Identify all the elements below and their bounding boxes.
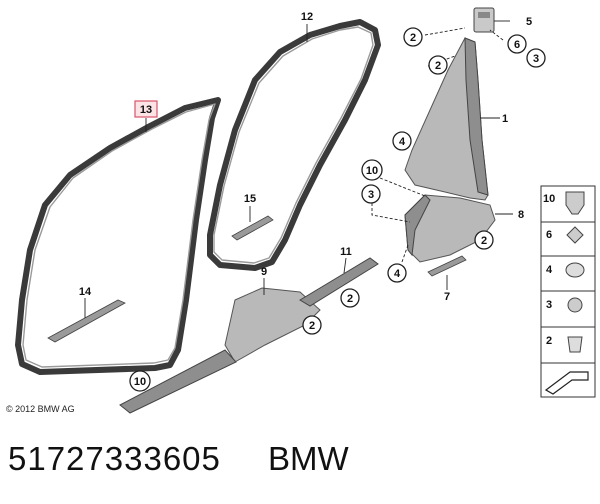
legend-label-10: 10 <box>543 193 555 205</box>
clip-2-icon <box>567 336 583 353</box>
part-number: 51727333605 <box>8 440 221 477</box>
callout-6: 6 <box>507 34 527 54</box>
brand: BMW <box>268 440 349 477</box>
callout-3a: 3 <box>526 48 546 68</box>
svg-text:2: 2 <box>410 32 416 44</box>
label-12: 12 <box>301 11 313 23</box>
b-pillar-trim <box>404 37 489 201</box>
svg-text:2: 2 <box>435 60 441 72</box>
callout-2a: 2 <box>403 27 423 47</box>
label-1: 1 <box>502 113 508 125</box>
clip-10-icon <box>565 191 585 215</box>
svg-text:6: 6 <box>514 39 520 51</box>
svg-text:4: 4 <box>399 136 406 148</box>
door-seal-front <box>15 97 221 375</box>
svg-text:3: 3 <box>368 189 374 201</box>
label-13-box: 13 <box>134 100 158 118</box>
legend-label-3: 3 <box>546 299 552 311</box>
callout-2c: 2 <box>474 230 494 250</box>
callout-10b: 10 <box>129 370 151 392</box>
door-seal-rear <box>207 19 381 271</box>
label-14: 14 <box>79 286 92 298</box>
trim-strip-15 <box>231 215 274 241</box>
svg-text:13: 13 <box>140 104 152 116</box>
label-5: 5 <box>526 16 532 28</box>
label-15: 15 <box>244 193 256 205</box>
svg-text:2: 2 <box>347 293 353 305</box>
svg-text:10: 10 <box>366 165 378 177</box>
callout-2e: 2 <box>302 315 322 335</box>
copyright: © 2012 BMW AG <box>6 404 75 414</box>
fastener-legend: 10 6 4 3 2 <box>540 185 596 398</box>
clip-5 <box>473 7 495 33</box>
clip-6-icon <box>566 226 584 244</box>
svg-text:10: 10 <box>134 376 146 388</box>
callout-2d: 2 <box>340 288 360 308</box>
label-8: 8 <box>518 209 524 221</box>
screw-3-icon <box>567 297 583 313</box>
callout-3b: 3 <box>361 184 381 204</box>
leader-lines <box>84 20 513 318</box>
clip-7 <box>427 255 467 277</box>
label-11: 11 <box>340 246 352 258</box>
clip-4-icon <box>565 262 585 278</box>
trim-strip-14 <box>47 299 126 343</box>
svg-text:2: 2 <box>481 235 487 247</box>
sill-trim <box>119 257 379 414</box>
svg-text:4: 4 <box>394 268 401 280</box>
legend-label-4: 4 <box>546 264 553 276</box>
legend-label-2: 2 <box>546 335 552 347</box>
label-9: 9 <box>261 266 267 278</box>
svg-text:3: 3 <box>533 53 539 65</box>
callout-10a: 10 <box>361 159 383 181</box>
callout-4b: 4 <box>387 263 407 283</box>
callout-2b: 2 <box>428 55 448 75</box>
callout-4a: 4 <box>392 131 412 151</box>
legend-label-6: 6 <box>546 229 552 241</box>
arrow-symbol-icon <box>544 371 589 395</box>
lower-pillar-trim <box>404 194 496 263</box>
svg-text:2: 2 <box>309 320 315 332</box>
label-7: 7 <box>444 291 450 303</box>
